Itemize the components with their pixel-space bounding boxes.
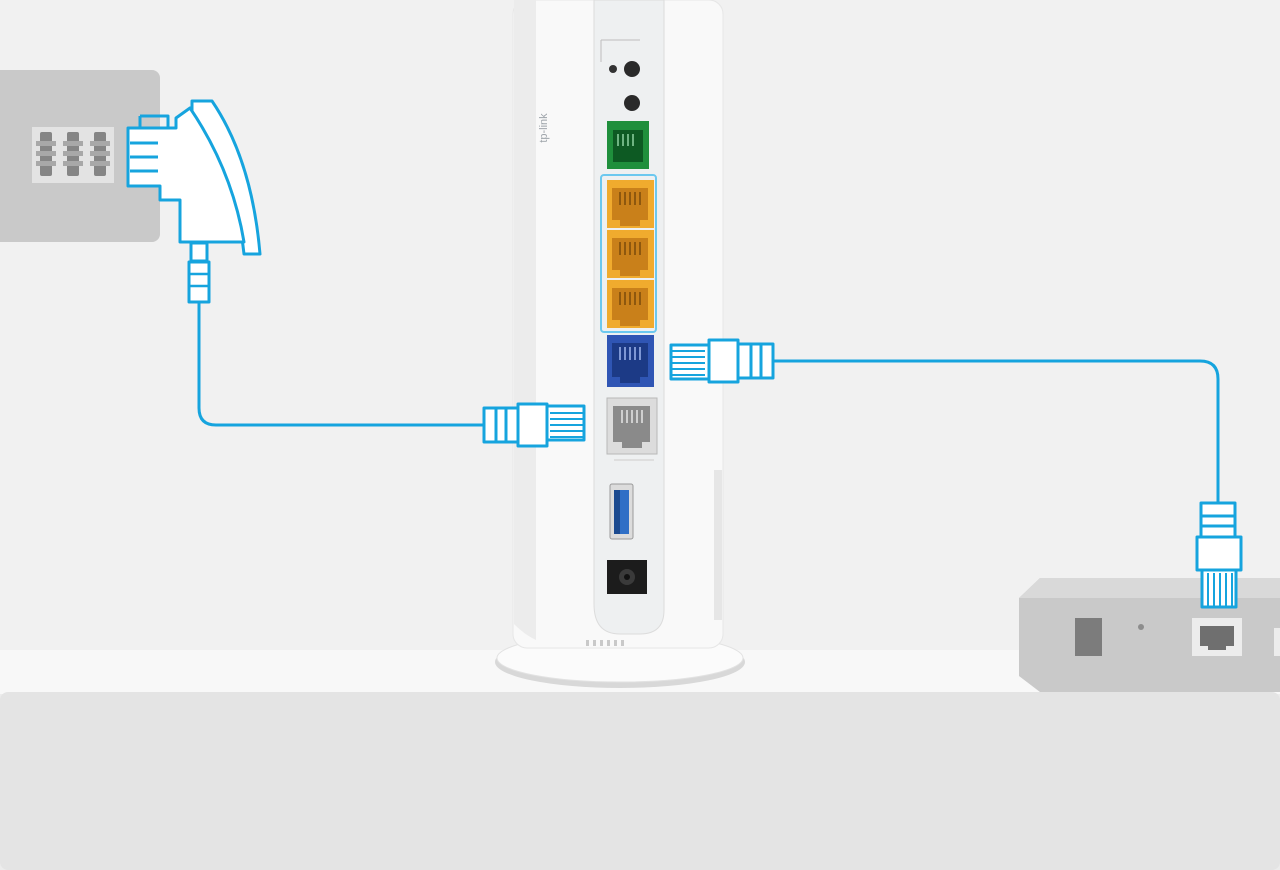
- cables: [197, 300, 1220, 505]
- vent-slots: [586, 640, 624, 646]
- phone-wall-socket-icon: [0, 70, 160, 242]
- dsl-splitter-icon: [126, 99, 262, 304]
- modem-box-icon: [1019, 578, 1280, 692]
- lan-port-1[interactable]: [607, 180, 654, 228]
- rj45-plug-icon: [482, 402, 586, 448]
- rj45-plug-icon: [1195, 501, 1243, 609]
- lan-port-2[interactable]: [607, 230, 654, 278]
- dsl-cable: [197, 300, 486, 427]
- lan-port-3[interactable]: [607, 280, 654, 328]
- reset-button[interactable]: [609, 65, 617, 73]
- shelf-front: [0, 692, 1280, 870]
- power-button[interactable]: [624, 95, 640, 111]
- wan-port[interactable]: [607, 335, 654, 387]
- wps-button[interactable]: [624, 61, 640, 77]
- rj45-plug-icon: [669, 338, 775, 384]
- dsl-port[interactable]: [607, 121, 649, 169]
- power-port[interactable]: [607, 560, 647, 594]
- usb-port[interactable]: [609, 483, 634, 540]
- brand-logo: tp-link: [538, 113, 550, 143]
- lan-ports-highlight: [600, 174, 657, 333]
- router: tp-link: [495, 0, 745, 688]
- lan-cable: [771, 359, 1220, 505]
- lan-port-4[interactable]: [606, 397, 658, 455]
